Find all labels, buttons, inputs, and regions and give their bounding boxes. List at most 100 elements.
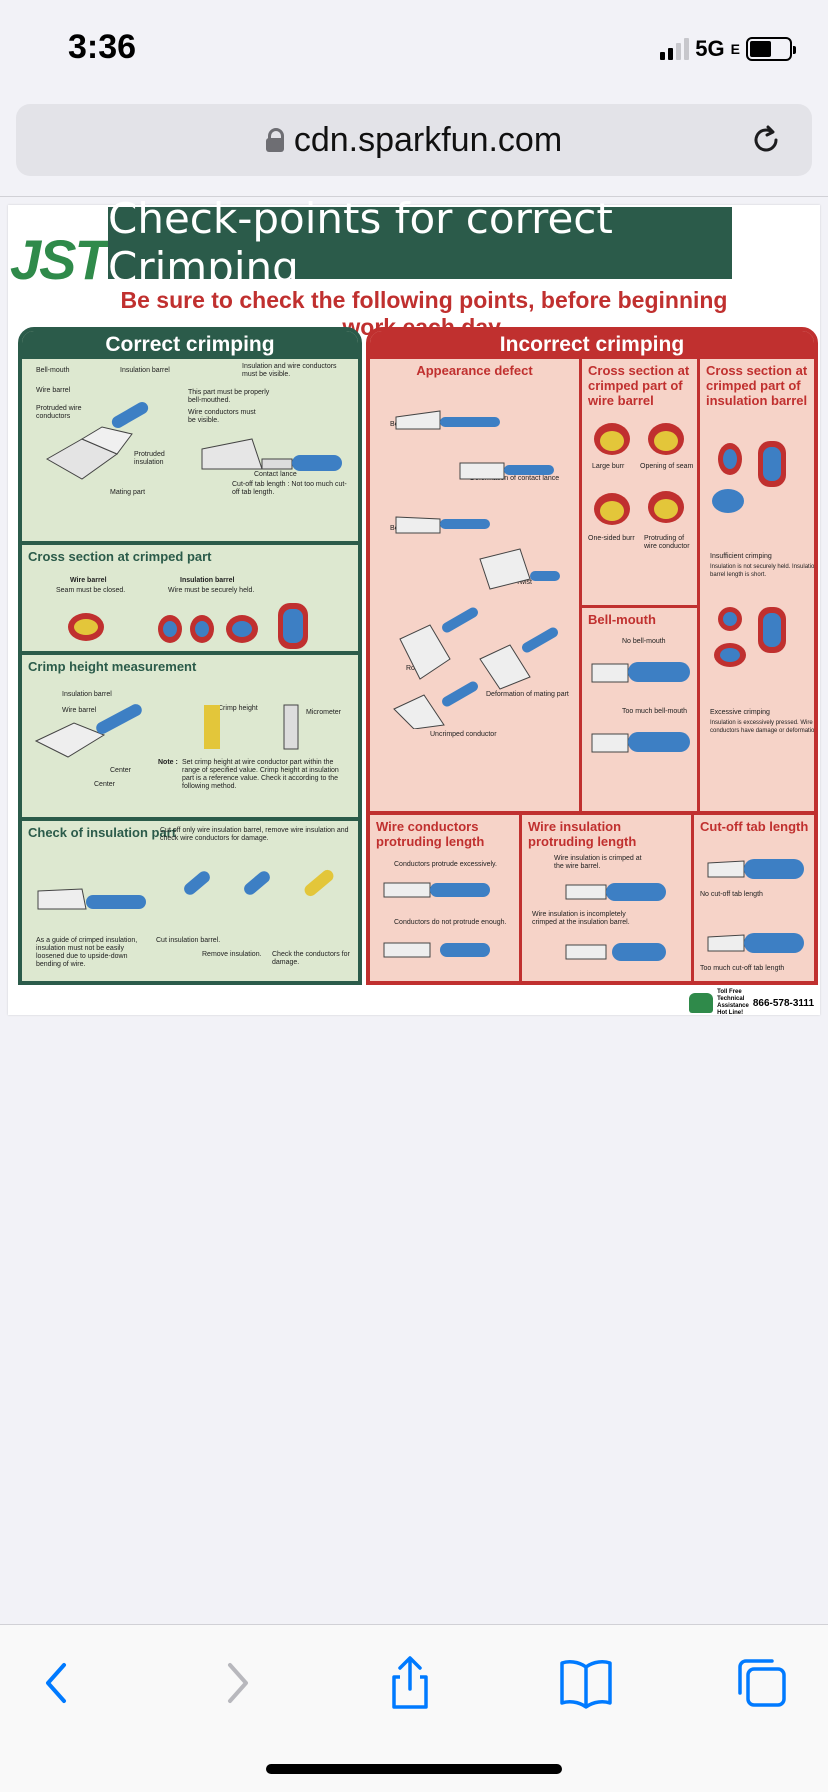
label-one-sided: One-sided burr [588,535,635,542]
label-conductors-visible: Wire conductors must be visible. [188,409,256,424]
terminal-iso-drawing [45,402,149,480]
incorrect-crimping-panel: Incorrect crimping Appearance defect Ben… [366,327,818,985]
label-protruding: Protruding of wire conductor [644,535,690,550]
label-wire-barrel: Wire barrel [36,387,71,394]
label-no-bell: No bell-mouth [622,638,666,645]
label-remove-ins: Remove insulation. [202,951,262,958]
label-cutoff: Cut-off tab length : Not too much cut-of… [232,481,347,496]
cs-insulation-drawings [712,441,786,667]
label-s2-ins: Insulation barrel [180,577,235,584]
label-bell-mouth: Bell-mouth [36,367,70,374]
label-wc-excess: Conductors protrude excessively. [394,861,497,868]
jst-logo: JST [10,228,109,291]
wi-drawings [565,883,666,961]
url-text: cdn.sparkfun.com [293,120,563,159]
crimp-height-section: Crimp height measurement Insulation barr… [22,651,358,817]
wc-title: Wire conductors protruding length [376,819,485,849]
cross-section-drawings [68,603,308,649]
correct-cross-section: Cross section at crimped part Wire barre… [22,541,358,651]
signal-icon [660,38,690,60]
label-too-much-cutoff: Too much cut-off tab length [700,965,785,972]
hotline-number: 866-578-3111 [752,997,814,1009]
label-center-2: Center [94,781,116,788]
cs-insulation-section: Cross section at crimped part of insulat… [700,359,818,811]
label-no-cutoff: No cut-off tab length [700,891,763,898]
label-cut-barrel: Cut insulation barrel. [156,937,221,944]
correct-header: Correct crimping [22,331,358,359]
address-bar[interactable]: cdn.sparkfun.com [16,104,812,176]
label-s3-ins: Insulation barrel [62,691,112,698]
insulation-check-title: Check of insulation part [28,825,177,840]
correct-overview: Bell-mouth Insulation barrel Insulation … [22,359,358,541]
wire-insulation-length-section: Wire insulation protruding length Wire i… [522,815,694,981]
label-visible: Insulation and wire conductors must be v… [242,363,337,378]
label-deform-lance: Deformation of contact lance [470,475,560,482]
share-icon[interactable] [380,1653,440,1713]
insulation-check-drawings [37,869,334,910]
battery-icon [746,37,796,61]
network-suffix: E [730,41,740,57]
status-time: 3:36 [68,28,137,66]
label-mating-part: Mating part [110,489,146,496]
label-s2-ins-note: Wire must be securely held. [168,587,255,594]
insulation-check-section: Check of insulation part Cut off only wi… [22,817,358,981]
poster-title: Check-points for correct Crimping [108,194,732,292]
back-icon[interactable] [28,1653,88,1713]
wi-title: Wire insulation protruding length [528,819,637,849]
label-contact-lance: Contact lance [254,471,297,478]
label-crimp-height: Crimp height [218,705,258,712]
insulation-guide: As a guide of crimped insulation, insula… [36,937,138,968]
bell-mouth-title: Bell-mouth [588,612,656,627]
cs-wire-barrel-section: Cross section at crimped part of wire ba… [582,359,700,605]
label-micrometer: Micrometer [306,709,342,716]
correct-crimping-panel: Correct crimping Bell-mouth Insulation b… [18,327,362,985]
correct-cross-section-title: Cross section at crimped part [28,549,212,564]
label-note: Note : [158,759,178,766]
label-excessive: Excessive crimping [710,709,770,716]
reload-icon[interactable] [748,122,784,158]
crimp-height-drawings [34,704,299,758]
label-bell-mouthed: This part must be properly bell-mouthed. [188,389,270,404]
wc-drawings [383,882,490,958]
label-s2-wire-note: Seam must be closed. [56,587,126,594]
cs-insulation-title: Cross section at crimped part of insulat… [706,363,808,408]
footer-line2: Technical [717,996,745,1002]
cs-wire-barrel-title: Cross section at crimped part of wire ba… [588,363,690,408]
cs-wire-barrel-drawings [594,423,684,525]
url-display[interactable]: cdn.sparkfun.com [265,120,563,160]
label-insufficient: Insufficient crimping [710,553,772,560]
label-s3-wire: Wire barrel [62,707,97,714]
cutoff-tab-section: Cut-off tab length No cut-off tab length… [694,815,814,981]
label-too-much-bell: Too much bell-mouth [622,708,687,715]
wire-conductor-length-section: Wire conductors protruding length Conduc… [370,815,522,981]
web-content[interactable]: JST Check-points for correct Crimping Be… [0,194,828,1624]
label-uncrimped: Uncrimped conductor [430,731,497,738]
forward-icon[interactable] [206,1653,266,1713]
label-wc-short: Conductors do not protrude enough. [394,919,507,926]
tabs-icon[interactable] [732,1653,792,1713]
label-wi-1: Wire insulation is crimped at the wire b… [554,855,642,870]
footer-line3: Assistance [717,1003,749,1009]
label-check-cond: Check the conductors for damage. [272,951,350,966]
network-type: 5G [695,36,725,61]
incorrect-bottom-row: Wire conductors protruding length Conduc… [370,811,814,981]
crimping-poster: JST Check-points for correct Crimping Be… [8,194,820,1016]
lock-icon [265,128,284,152]
phone-icon [689,993,714,1013]
home-indicator[interactable] [266,1764,562,1774]
incorrect-header: Incorrect crimping [370,331,814,359]
footer-line1: Toll Free [717,989,742,995]
bell-mouth-section: Bell-mouth No bell-mouth Too much bell-m… [582,605,700,811]
status-indicators: 5G E [660,36,796,62]
insulation-check-intro: Cut off only wire insulation barrel, rem… [160,827,349,842]
label-wi-2: Wire insulation is incompletely crimped … [532,911,630,926]
label-excessive-note: Insulation is excessively pressed. Wire … [710,720,818,734]
label-twist: Twist [516,579,532,586]
appearance-defect-section: Appearance defect Bend up Deformation of… [370,359,582,811]
appearance-defect-title: Appearance defect [416,363,533,378]
crimp-height-title: Crimp height measurement [28,659,197,674]
label-large-burr: Large burr [592,463,625,470]
bookmarks-icon[interactable] [556,1653,616,1713]
label-protruded-wire: Protruded wire conductors [36,405,82,420]
label-protruded-insulation: Protruded insulation [134,451,165,466]
